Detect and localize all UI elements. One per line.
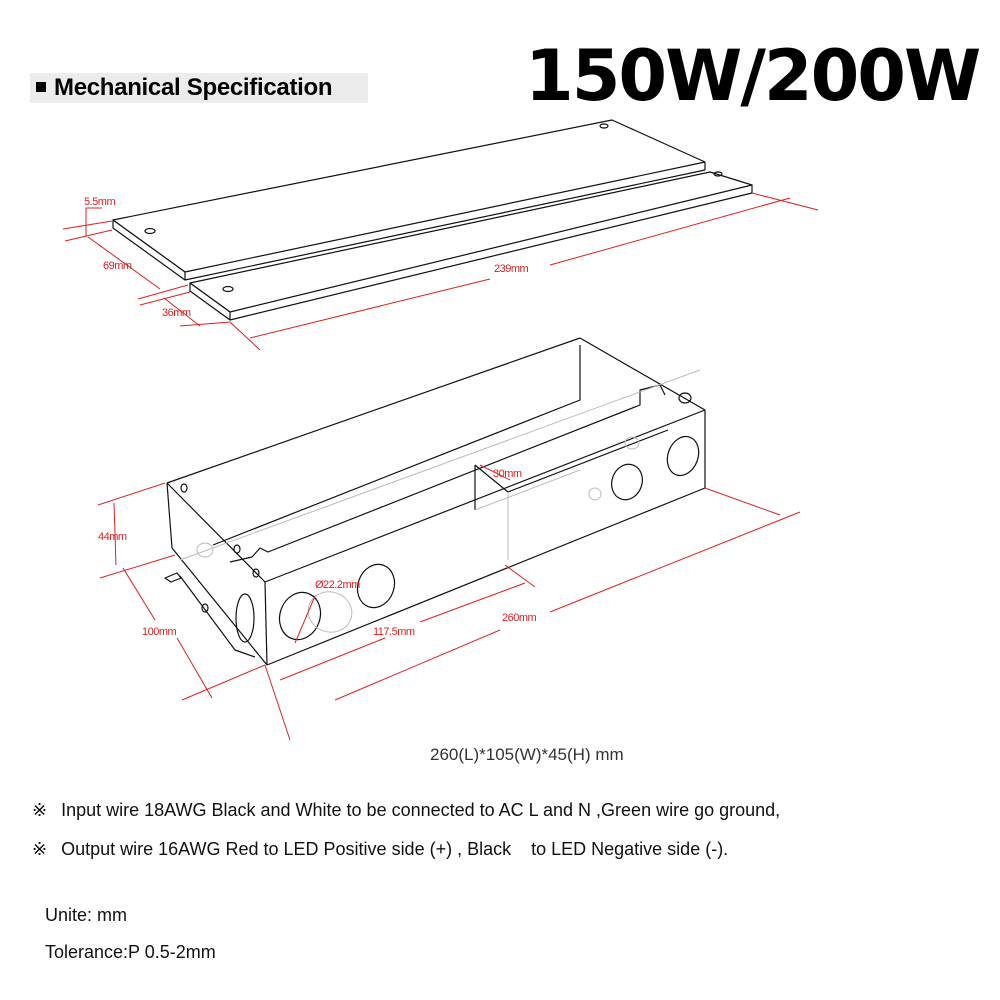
note-text: Output wire 16AWG Red to LED Positive si…	[61, 839, 729, 859]
dim-hole-offset: 117.5mm	[373, 626, 415, 638]
dim-plate-width-a: 69mm	[103, 260, 132, 272]
note-mark: ※	[32, 800, 48, 820]
section-title-text: Mechanical Specification	[54, 74, 333, 101]
dim-box-depth: 100mm	[142, 626, 177, 638]
note-mark: ※	[32, 839, 48, 859]
dim-plate-thickness: 5.5mm	[84, 196, 115, 208]
box-dimension-lines	[97, 464, 801, 741]
dim-plate-width-b: 36mm	[162, 307, 191, 319]
dim-box-height: 44mm	[98, 531, 127, 543]
power-rating-title: 150W/200W	[525, 35, 981, 117]
note-text: Input wire 18AWG Black and White to be c…	[61, 800, 781, 820]
note-output-wire: ※ Output wire 16AWG Red to LED Positive s…	[32, 839, 728, 860]
section-title: Mechanical Specification	[30, 73, 368, 103]
plate-dimension-lines	[62, 192, 819, 351]
dim-plate-length: 239mm	[494, 263, 529, 275]
cover-plates	[112, 119, 753, 321]
dim-hole-diameter: Ø22.2mm	[315, 579, 360, 591]
box-hidden-lines	[179, 369, 701, 633]
dim-box-length: 260mm	[502, 612, 537, 624]
bullet-square-icon	[36, 82, 46, 93]
tolerance-label: Tolerance:P 0.5-2mm	[45, 942, 216, 962]
dim-partition: 30mm	[493, 468, 522, 480]
note-input-wire: ※ Input wire 18AWG Black and White to be …	[32, 800, 780, 821]
overall-dimensions: 260(L)*105(W)*45(H) mm	[430, 745, 624, 764]
unit-label: Unite: mm	[45, 905, 128, 925]
